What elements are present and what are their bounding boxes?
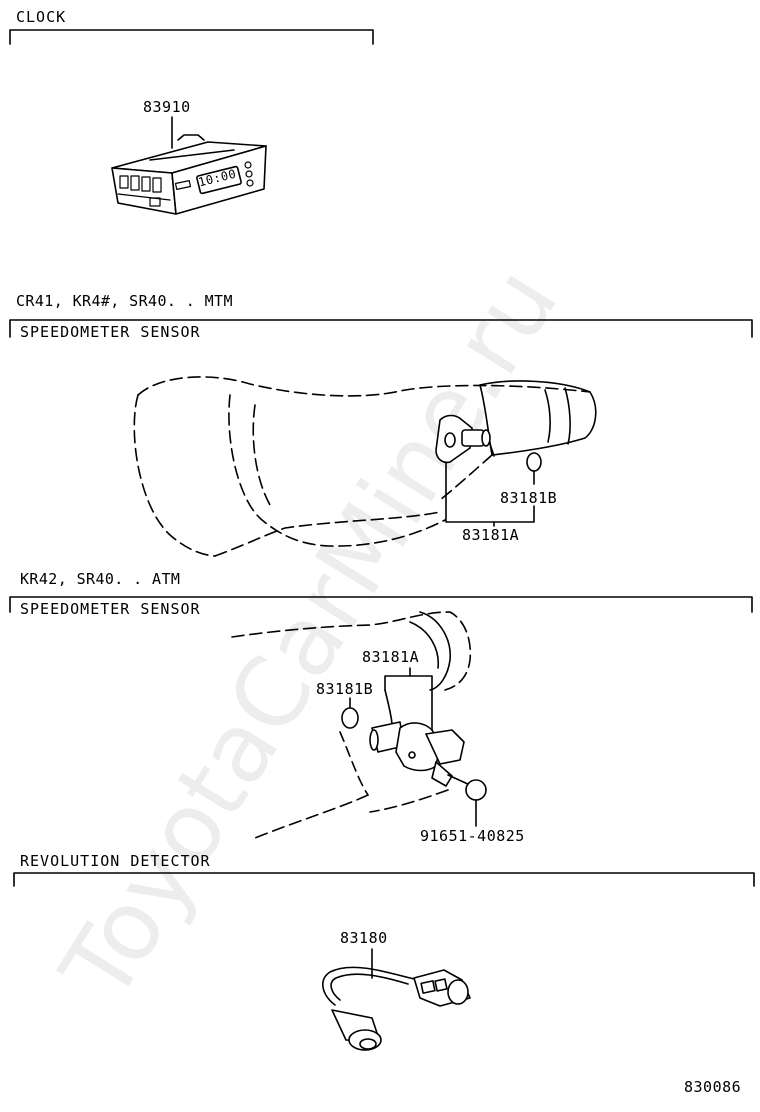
atm-o-ring: [341, 707, 359, 729]
mtm-part-a: 83181A: [462, 526, 520, 544]
mtm-part-b: 83181B: [500, 489, 558, 507]
revolution-detector-drawing: [322, 966, 471, 1051]
mtm-header-bracket: [9, 319, 753, 338]
mtm-transmission-outline: [133, 376, 591, 557]
clock-part-number: 83910: [143, 98, 191, 116]
atm-part-b: 83181B: [316, 680, 374, 698]
atm-variant-label: KR42, SR40. . ATM: [20, 570, 181, 588]
atm-speedometer-sensor-drawing: [369, 721, 465, 787]
atm-header-bracket: [9, 596, 753, 613]
clock-unit-drawing: [111, 134, 267, 215]
atm-part-a: 83181A: [362, 648, 420, 666]
clock-header: CLOCK: [16, 8, 67, 26]
atm-leader-a-bracket: [384, 675, 433, 731]
atm-callout-circle: [465, 779, 487, 801]
atm-transmission-outline: [231, 611, 472, 839]
clock-header-bracket: [9, 29, 374, 45]
mtm-variant-label: CR41, KR4#, SR40. . MTM: [16, 292, 233, 310]
diagram-id: 830086: [684, 1078, 742, 1096]
atm-callout-line: [447, 774, 471, 786]
mtm-speedometer-sensor-drawing: [435, 414, 495, 464]
atm-section-header: SPEEDOMETER SENSOR: [20, 600, 201, 618]
mtm-leader-a-bracket: [445, 461, 535, 523]
atm-bolt-part-number: 91651-40825: [420, 827, 525, 845]
revolution-header-bracket: [13, 872, 755, 887]
revolution-section-header: REVOLUTION DETECTOR: [20, 852, 211, 870]
revolution-part-number: 83180: [340, 929, 388, 947]
mtm-section-header: SPEEDOMETER SENSOR: [20, 323, 201, 341]
mtm-o-ring: [526, 452, 542, 472]
